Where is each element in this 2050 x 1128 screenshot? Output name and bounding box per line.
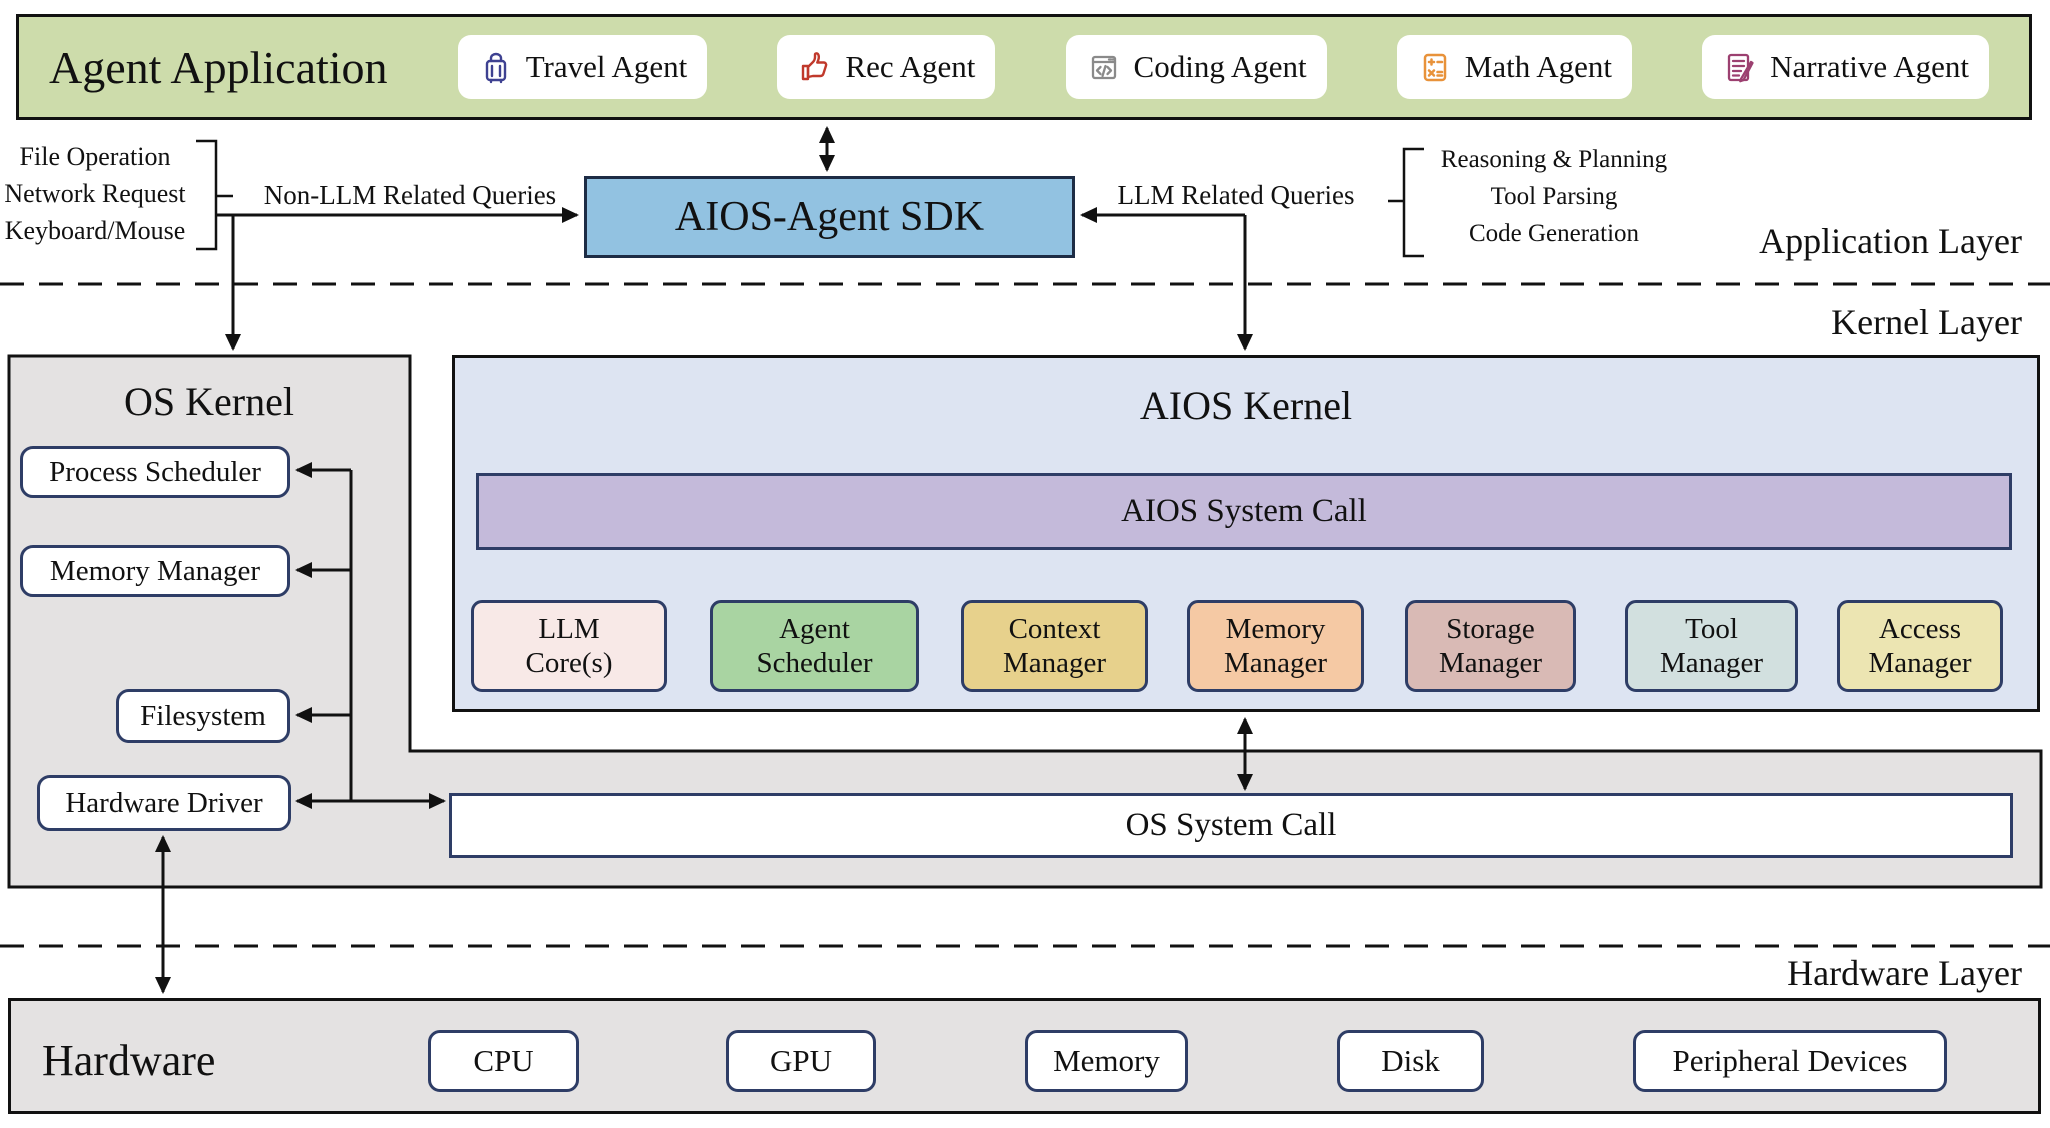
math-agent-label: Math Agent bbox=[1464, 49, 1613, 84]
code-window-icon bbox=[1091, 55, 1116, 80]
aios-kernel-title: AIOS Kernel bbox=[1139, 383, 1353, 428]
disk-box: Disk bbox=[1337, 1030, 1484, 1092]
llm-queries-label: LLM Related Queries bbox=[1117, 180, 1355, 210]
hardware-layer-label: Hardware Layer bbox=[1787, 953, 2022, 993]
non-llm-queries-label: Non-LLM Related Queries bbox=[263, 180, 557, 210]
filesystem-box: Filesystem bbox=[116, 689, 290, 743]
agent-application-bar: Agent Application Travel Agent Rec Agent bbox=[16, 14, 2032, 120]
process-scheduler-box: Process Scheduler bbox=[20, 446, 290, 498]
hardware-title: Hardware bbox=[42, 1036, 216, 1085]
rec-agent-label: Rec Agent bbox=[845, 49, 976, 84]
kernel-layer-label: Kernel Layer bbox=[1831, 302, 2022, 342]
memory-box: Memory bbox=[1025, 1030, 1188, 1092]
hardware-driver-box: Hardware Driver bbox=[37, 775, 291, 831]
llm-capabilities-note: Reasoning & Planning Tool Parsing Code G… bbox=[1440, 146, 1668, 247]
document-pen-icon bbox=[1727, 53, 1754, 83]
thumbs-up-icon bbox=[802, 52, 828, 81]
left-note-bracket bbox=[196, 139, 233, 251]
non-llm-capabilities-note: File Operation Network Request Keyboard/… bbox=[4, 142, 186, 245]
narrative-agent-button: Narrative Agent bbox=[1702, 35, 1989, 99]
memory-manager-os-box: Memory Manager bbox=[20, 545, 290, 597]
coding-agent-button: Coding Agent bbox=[1065, 35, 1327, 99]
narrative-agent-label: Narrative Agent bbox=[1770, 49, 1969, 84]
agent-application-title: Agent Application bbox=[49, 41, 388, 93]
suitcase-icon bbox=[485, 52, 506, 84]
rec-agent-button: Rec Agent bbox=[777, 35, 996, 99]
right-note-bracket bbox=[1388, 147, 1424, 258]
peripheral-devices-box: Peripheral Devices bbox=[1633, 1030, 1947, 1092]
application-layer-label: Application Layer bbox=[1759, 221, 2022, 261]
travel-agent-button: Travel Agent bbox=[457, 35, 708, 99]
aios-system-call-bar: AIOS System Call bbox=[476, 473, 2012, 550]
aios-agent-sdk-box: AIOS-Agent SDK bbox=[584, 176, 1075, 258]
travel-agent-label: Travel Agent bbox=[525, 49, 688, 84]
os-system-call-bar: OS System Call bbox=[449, 793, 2013, 858]
calculator-icon bbox=[1423, 53, 1447, 82]
gpu-box: GPU bbox=[726, 1030, 876, 1092]
coding-agent-label: Coding Agent bbox=[1133, 49, 1307, 84]
os-kernel-title: OS Kernel bbox=[124, 379, 294, 424]
cpu-box: CPU bbox=[428, 1030, 579, 1092]
math-agent-button: Math Agent bbox=[1396, 35, 1633, 99]
